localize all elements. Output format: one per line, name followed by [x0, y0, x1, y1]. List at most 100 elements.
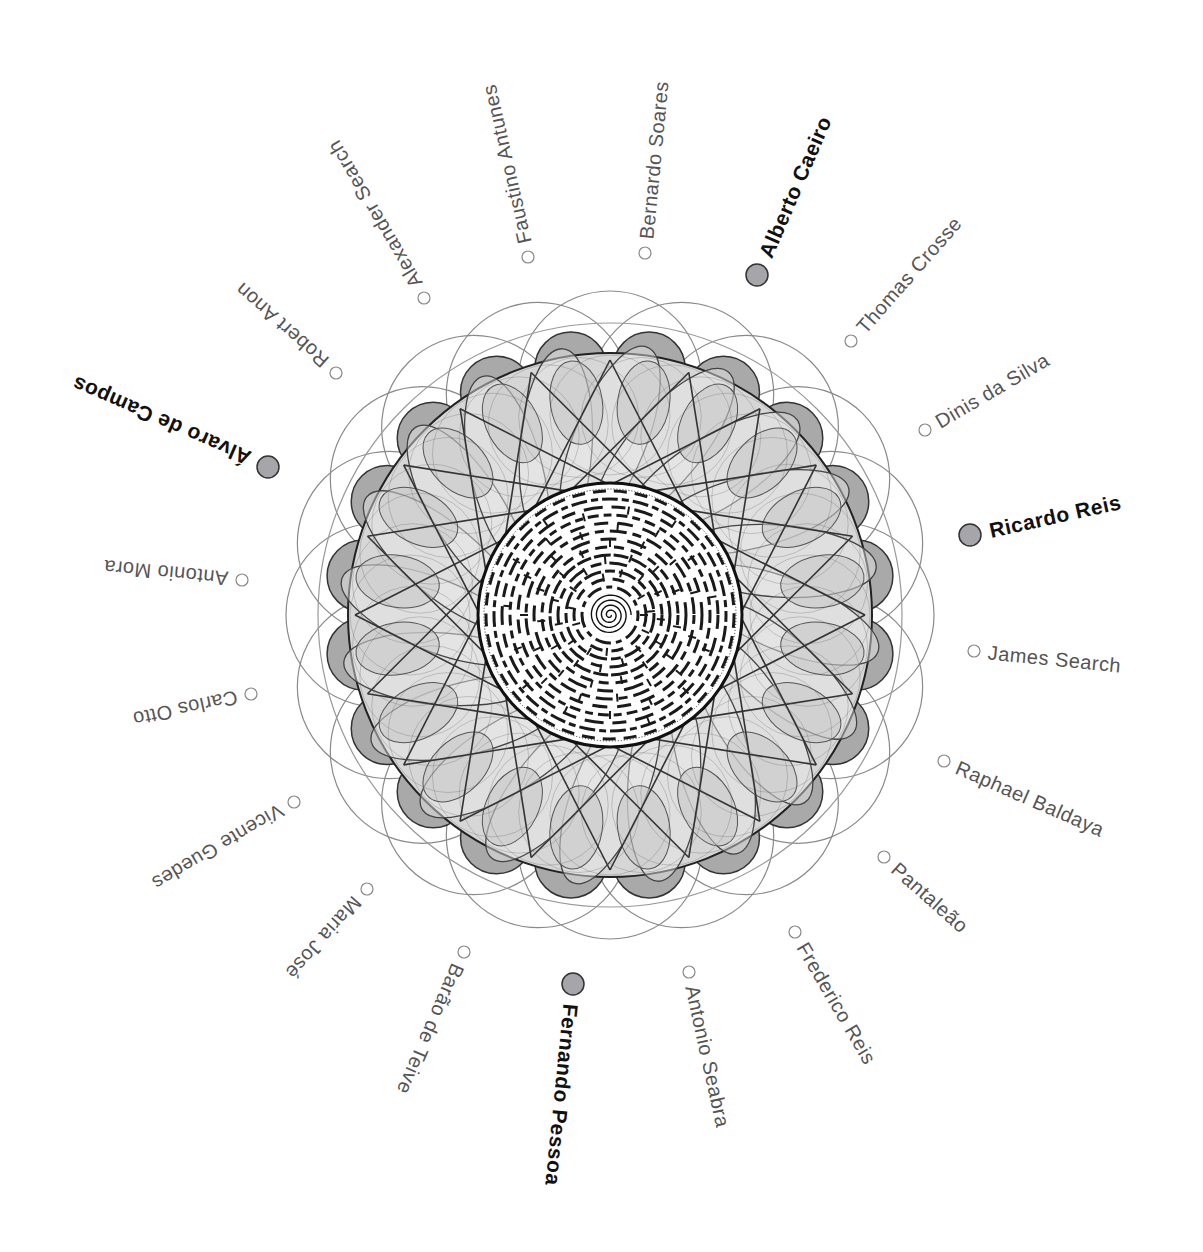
maze-wall	[523, 683, 529, 688]
maze-wall	[647, 610, 655, 613]
maze-wall	[616, 694, 619, 702]
lattice-arc	[388, 437, 508, 557]
maze-wall	[640, 614, 648, 616]
maze-wall	[676, 670, 682, 675]
lattice-arc	[352, 524, 472, 644]
maze-wall	[642, 630, 649, 633]
lattice-arc	[581, 753, 701, 873]
maze-wall	[655, 530, 659, 537]
heteronym-name: Thomas Crosse	[852, 212, 966, 337]
maze-ring	[582, 587, 638, 643]
maze-wall	[567, 607, 575, 608]
lattice-arc	[409, 414, 529, 534]
name-dot	[878, 851, 890, 863]
heteronym-name: Antonio Mora	[103, 556, 229, 590]
maze-ring	[518, 523, 702, 707]
maze-wall	[570, 587, 577, 592]
lattice-arc	[748, 586, 868, 706]
maze-wall	[533, 648, 540, 651]
heteronym-name: Maria José	[281, 892, 366, 984]
lattice-arc	[488, 365, 608, 485]
maze-wall	[636, 646, 641, 652]
heteronym-name: Ricardo Reis	[987, 490, 1123, 542]
lattice-arc	[352, 586, 472, 706]
name-dot	[959, 524, 981, 546]
name-dot	[458, 946, 470, 958]
heteronym-name: Barão de Teive	[393, 960, 469, 1097]
petal-tip	[611, 782, 676, 873]
name-dot	[562, 973, 584, 995]
heteronym-name: Fernando Pessoa	[541, 1003, 582, 1187]
name-dot	[288, 796, 300, 808]
petal-tip	[352, 616, 443, 681]
lattice-arc	[712, 673, 832, 793]
maze-ring	[574, 579, 646, 651]
lattice-arc	[691, 414, 811, 534]
maze-wall	[690, 591, 698, 593]
maze-ring	[558, 563, 662, 667]
heteronym-name: Antonio Seabra	[681, 983, 734, 1129]
maze-wall	[616, 522, 619, 530]
maze-wall	[671, 521, 676, 528]
maze-wall	[591, 680, 593, 688]
maze-ring	[550, 555, 670, 675]
maze-wall	[543, 519, 548, 526]
maze-wall	[628, 507, 629, 515]
heteronym-name: Robert Anon	[231, 278, 333, 372]
maze-wall	[672, 590, 680, 593]
heteronym-name: Bernardo Soares	[635, 80, 672, 240]
maze-ring	[510, 515, 710, 715]
maze-wall	[620, 570, 622, 578]
maze-wall	[580, 551, 583, 558]
maze-wall	[647, 679, 651, 686]
maze-wall	[551, 599, 559, 601]
petal-tip	[544, 782, 609, 873]
maze-ring	[542, 547, 678, 683]
lattice-arc	[488, 745, 608, 865]
lattice-arc	[641, 733, 761, 853]
maze-wall	[568, 640, 575, 645]
maze-wall	[688, 556, 695, 561]
name-dot	[919, 424, 931, 436]
name-dot	[330, 367, 342, 379]
heteronym-name: Pantaleão	[887, 858, 972, 937]
heteronym-name: Frederico Reis	[793, 939, 881, 1068]
lattice-arc	[581, 357, 701, 477]
maze-wall	[503, 605, 511, 608]
maze-wall	[524, 575, 531, 578]
name-dot	[361, 883, 373, 895]
maze-disk	[478, 483, 742, 747]
maze-wall	[655, 641, 662, 645]
maze-ring	[502, 507, 718, 723]
maze-wall	[572, 623, 580, 625]
outer-ring	[318, 323, 902, 907]
maze-ring	[494, 499, 726, 731]
name-dot	[938, 755, 950, 767]
maze-wall	[574, 660, 579, 667]
heteronym-name: James Search	[987, 641, 1122, 676]
maze-wall	[537, 620, 545, 623]
maze-wall	[653, 566, 659, 572]
maze-wall	[559, 670, 564, 676]
maze-wall	[579, 694, 582, 702]
petal-tip	[611, 357, 676, 448]
maze-ring	[526, 531, 694, 699]
maze-wall	[609, 711, 611, 719]
maze-wall	[537, 588, 545, 591]
lattice-arc	[519, 753, 639, 873]
maze-wall	[546, 538, 551, 544]
maze-wall	[559, 573, 565, 578]
maze-wall	[654, 591, 661, 594]
maze-wall	[688, 636, 696, 638]
lattice-arc	[612, 365, 732, 485]
maze-wall	[638, 595, 645, 599]
maze-wall	[621, 676, 622, 684]
lattice-arc	[668, 393, 788, 513]
maze-wall	[643, 662, 648, 669]
lattice-arc	[612, 745, 732, 865]
maze-wall	[657, 618, 665, 621]
lattice-arc	[360, 617, 480, 737]
name-dot	[845, 335, 857, 347]
lattice-arc	[409, 696, 529, 816]
